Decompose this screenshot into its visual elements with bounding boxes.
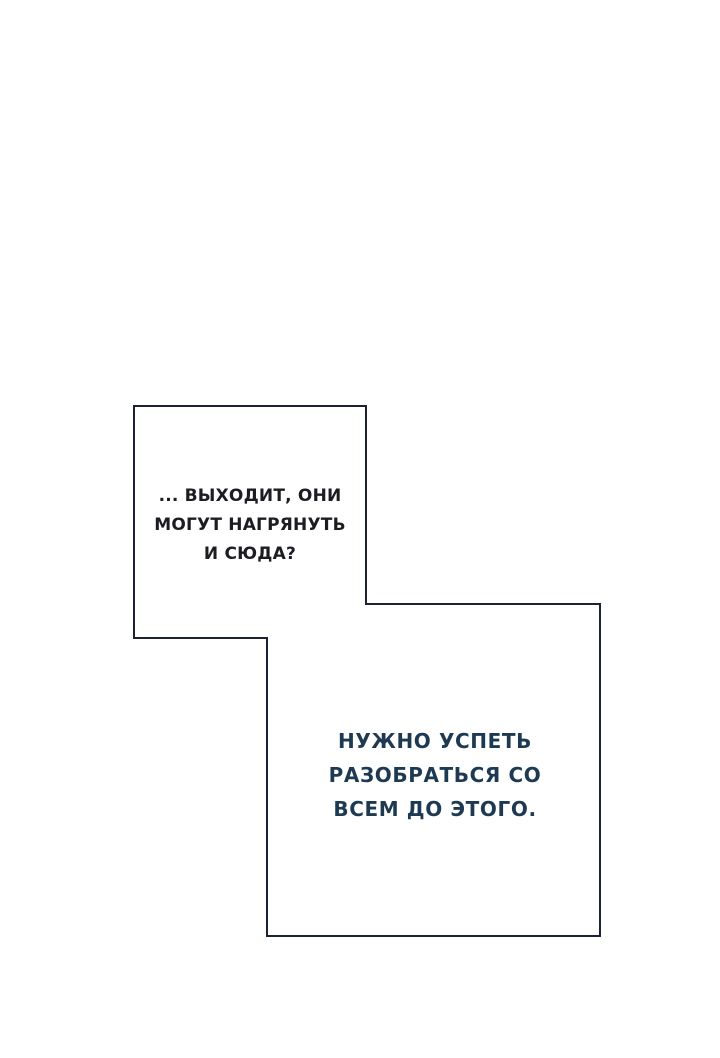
narration-box-outline: [133, 405, 601, 937]
narration-line: разобраться со: [328, 763, 542, 787]
narration-box-2-text: Нужно успеть разобраться со всем до этог…: [300, 724, 570, 826]
narration-box-1-text: ... выходит, они могут нагрянуть и сюда?: [150, 482, 350, 569]
narration-line: могут нагрянуть: [154, 515, 346, 535]
narration-line: всем до этого.: [333, 797, 537, 821]
narration-line: и сюда?: [203, 544, 297, 564]
narration-line: Нужно успеть: [338, 729, 532, 753]
narration-line: ... выходит, они: [158, 486, 342, 506]
